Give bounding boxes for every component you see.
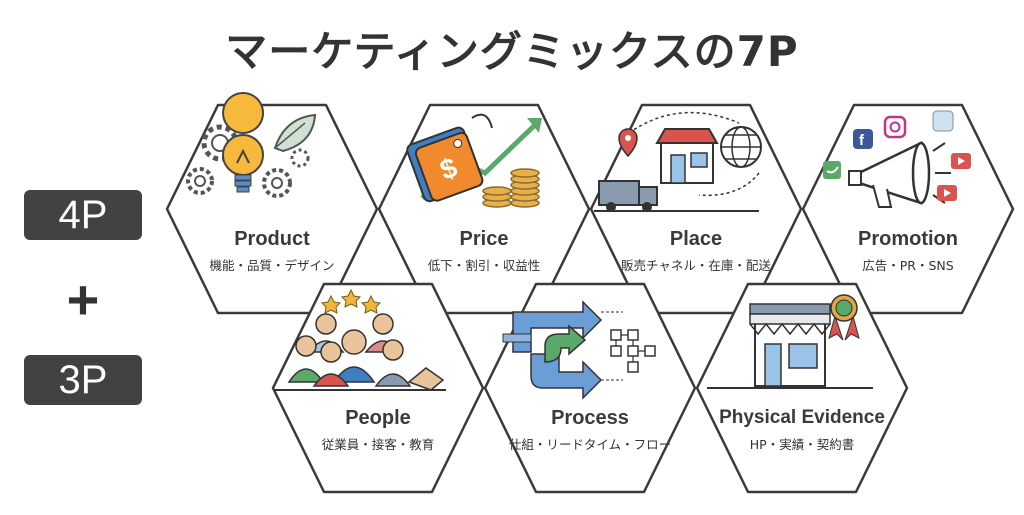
element-name: Promotion — [858, 228, 958, 250]
element-sub: 低下・割引・収益性 — [427, 258, 541, 273]
plus-sign: + — [66, 268, 100, 331]
badge-4p: 4P — [24, 190, 142, 240]
hex-process: Process 仕組・リードタイム・フロー — [483, 282, 697, 494]
lightbulb-gear-icon — [186, 92, 317, 198]
element-sub: 販売チャネル・在庫・配送 — [621, 258, 771, 273]
element-sub: 機能・品質・デザイン — [209, 258, 335, 273]
store-truck-globe-icon — [594, 111, 762, 212]
megaphone-social-icon: f — [823, 110, 971, 208]
element-name: Product — [234, 228, 310, 250]
element-sub: 従業員・接客・教育 — [321, 437, 435, 452]
element-name: Process — [551, 407, 629, 429]
element-sub: 仕組・リードタイム・フロー — [508, 437, 672, 452]
svg-text:f: f — [859, 132, 865, 149]
storefront-badge-icon — [707, 294, 873, 389]
hex-physical-evidence: Physical Evidence HP・実績・契約書 — [695, 282, 909, 494]
hex-product: Product 機能・品質・デザイン — [165, 92, 379, 315]
element-name: Price — [459, 228, 509, 250]
hex-promotion: f Promotion 広告・PR・SNS — [801, 103, 1015, 315]
element-name: People — [345, 407, 411, 429]
hex-people: People 従業員・接客・教育 — [271, 282, 485, 494]
element-name: Place — [669, 228, 723, 250]
price-tag-coins-icon: $ — [406, 113, 542, 208]
element-name: Physical Evidence — [719, 407, 885, 428]
people-handshake-icon — [274, 288, 446, 391]
page-title: マーケティングミックスの7P — [225, 27, 799, 76]
process-arrows-icon — [502, 300, 656, 400]
hex-price: $ Price 低下・割引・収益性 — [377, 103, 591, 315]
element-sub: 広告・PR・SNS — [862, 258, 954, 273]
hex-place: Place 販売チャネル・在庫・配送 — [589, 103, 803, 315]
element-sub: HP・実績・契約書 — [749, 437, 855, 452]
badge-3p: 3P — [24, 355, 142, 405]
